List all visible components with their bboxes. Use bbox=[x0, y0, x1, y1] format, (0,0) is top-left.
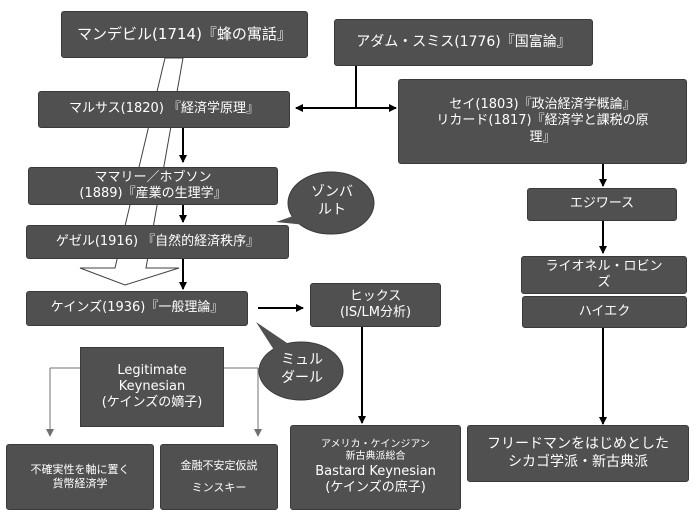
node-mandeville-label: マンデビル(1714)『蜂の寓話』 bbox=[77, 25, 292, 44]
node-financial-instability-line2: ミンスキー bbox=[191, 481, 247, 494]
node-hicks-line1: ヒックス bbox=[349, 288, 402, 304]
node-hayek: ハイエク bbox=[522, 296, 687, 328]
node-robbins-line2: ズ bbox=[597, 275, 611, 290]
node-mandeville: マンデビル(1714)『蜂の寓話』 bbox=[61, 11, 308, 58]
node-bastard-line4: (ケインズの庶子) bbox=[325, 480, 426, 495]
node-legitimate-line2: Keynesian bbox=[118, 378, 186, 394]
node-mummery-hobson-line1: ママリー／ホブソン bbox=[94, 169, 212, 185]
node-adam-smith: アダム・スミス(1776)『国富論』 bbox=[334, 19, 593, 66]
sombart-bubble-shape bbox=[276, 171, 375, 235]
node-edgeworth-label: エジワース bbox=[569, 196, 635, 212]
node-robbins-line1: ライオネル・ロビン bbox=[545, 258, 663, 274]
node-keynes: ケインズ(1936)『一般理論』 bbox=[26, 291, 248, 326]
node-friedman-chicago: フリードマンをはじめとした シカゴ学派・新古典派 bbox=[467, 425, 689, 482]
node-hicks-line2: (IS/LM分析) bbox=[339, 305, 412, 320]
node-say-ricardo-line2: リカード(1817)『経済学と課税の原 bbox=[436, 113, 649, 129]
bubble-myrdal-line1: ミュル bbox=[281, 352, 323, 368]
node-bastard-line3: Bastard Keynesian bbox=[315, 463, 436, 479]
node-legitimate-line3: (ケインズの嫡子) bbox=[101, 395, 203, 411]
node-hayek-label: ハイエク bbox=[578, 303, 631, 319]
node-gesell-label: ゲゼル(1916) 『自然的経済秩序』 bbox=[55, 233, 260, 249]
node-bastard-line2: 新古典派総合 bbox=[345, 451, 406, 463]
bubble-myrdal-line2: ダール bbox=[281, 369, 323, 386]
node-friedman-line1: フリードマンをはじめとした bbox=[487, 436, 669, 452]
node-uncertainty-line2: 貨幣経済学 bbox=[52, 477, 108, 490]
bubble-sombart: ゾンバ ルト bbox=[298, 184, 366, 219]
bubble-sombart-line2: ルト bbox=[318, 201, 346, 218]
node-say-ricardo-line1: セイ(1803)『政治経済学概論』 bbox=[449, 97, 636, 113]
node-legitimate-line1: Legitimate bbox=[117, 362, 187, 378]
node-say-ricardo: セイ(1803)『政治経済学概論』 リカード(1817)『経済学と課税の原 理』 bbox=[398, 79, 687, 164]
node-friedman-line2: シカゴ学派・新古典派 bbox=[508, 453, 648, 470]
node-bastard-line1: アメリカ・ケインジアン bbox=[321, 438, 430, 450]
bubble-myrdal: ミュル ダール bbox=[268, 352, 336, 387]
node-bastard-keynesian: アメリカ・ケインジアン 新古典派総合 Bastard Keynesian (ケイ… bbox=[290, 425, 461, 510]
node-adam-smith-label: アダム・スミス(1776)『国富論』 bbox=[356, 33, 571, 50]
node-mummery-hobson-line2: (1889)『産業の生理学』 bbox=[79, 186, 227, 201]
bubble-sombart-line1: ゾンバ bbox=[311, 184, 353, 200]
node-malthus-label: マルサス(1820) 『経済学原理』 bbox=[68, 101, 260, 117]
node-mummery-hobson: ママリー／ホブソン (1889)『産業の生理学』 bbox=[28, 167, 278, 205]
node-hicks: ヒックス (IS/LM分析) bbox=[310, 283, 441, 327]
node-uncertainty-monetary: 不確実性を軸に置く 貨幣経済学 bbox=[6, 444, 154, 510]
node-financial-instability-line1: 金融不安定仮説 bbox=[180, 459, 258, 473]
node-say-ricardo-line3: 理』 bbox=[529, 129, 556, 145]
node-gesell: ゲゼル(1916) 『自然的経済秩序』 bbox=[26, 225, 289, 259]
node-financial-instability: 金融不安定仮説 ミンスキー bbox=[160, 444, 278, 510]
node-legitimate-keynesian: Legitimate Keynesian (ケインズの嫡子) bbox=[80, 347, 224, 427]
myrdal-bubble-shape bbox=[256, 322, 344, 401]
node-uncertainty-line1: 不確実性を軸に置く bbox=[30, 463, 130, 477]
node-keynes-label: ケインズ(1936)『一般理論』 bbox=[50, 300, 224, 316]
node-malthus: マルサス(1820) 『経済学原理』 bbox=[38, 91, 290, 128]
node-robbins: ライオネル・ロビン ズ bbox=[521, 256, 687, 294]
node-edgeworth: エジワース bbox=[527, 188, 677, 221]
